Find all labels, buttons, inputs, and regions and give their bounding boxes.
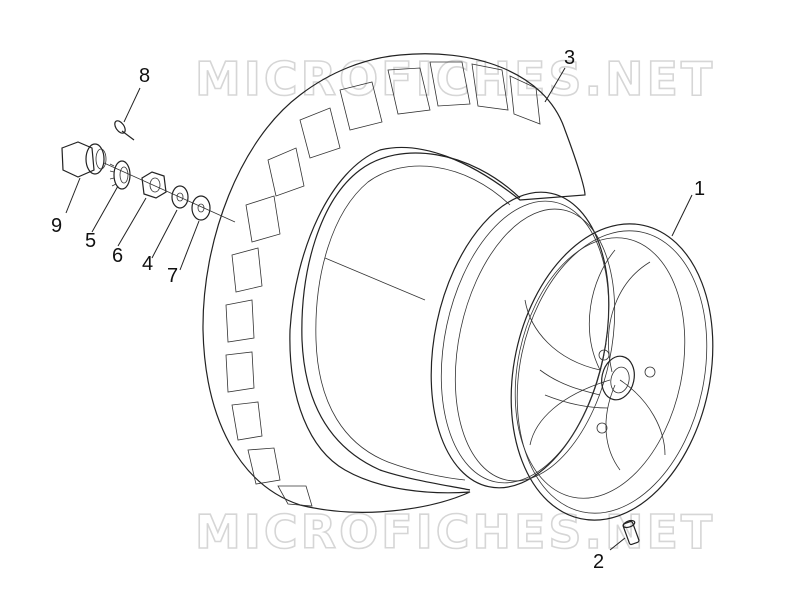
tyre-inner-bead bbox=[301, 152, 521, 491]
callout-4: 4 bbox=[142, 253, 153, 275]
hex-nut bbox=[141, 171, 167, 199]
callout-5: 5 bbox=[85, 230, 96, 252]
washer-7 bbox=[191, 195, 211, 221]
washer-4 bbox=[171, 185, 189, 209]
watermark-bottom: MICROFICHES.NET bbox=[195, 505, 715, 559]
callout-2: 2 bbox=[593, 551, 604, 573]
axle-nut bbox=[61, 141, 107, 178]
parts-axis-line bbox=[103, 162, 236, 223]
rim bbox=[430, 191, 714, 521]
rim-outer-flange bbox=[510, 223, 714, 521]
callout-7: 7 bbox=[167, 265, 178, 287]
rim-spokes bbox=[524, 249, 666, 471]
watermark-top: MICROFICHES.NET bbox=[195, 52, 715, 106]
leader-lines bbox=[65, 67, 693, 551]
splined-washer bbox=[109, 160, 131, 190]
callout-3: 3 bbox=[564, 47, 575, 69]
tyre bbox=[202, 53, 586, 513]
callout-8: 8 bbox=[139, 65, 150, 87]
callout-9: 9 bbox=[51, 215, 62, 237]
cotter-pin bbox=[114, 120, 135, 141]
tyre-outer-contour bbox=[202, 53, 586, 513]
axle-center-line bbox=[324, 257, 426, 301]
tyre-inner-bead-2 bbox=[315, 165, 511, 481]
callout-6: 6 bbox=[112, 245, 123, 267]
rim-hub bbox=[601, 355, 635, 401]
tyre-valve bbox=[622, 519, 640, 546]
tyre-tread-blocks bbox=[225, 61, 541, 507]
callout-1: 1 bbox=[694, 178, 705, 200]
